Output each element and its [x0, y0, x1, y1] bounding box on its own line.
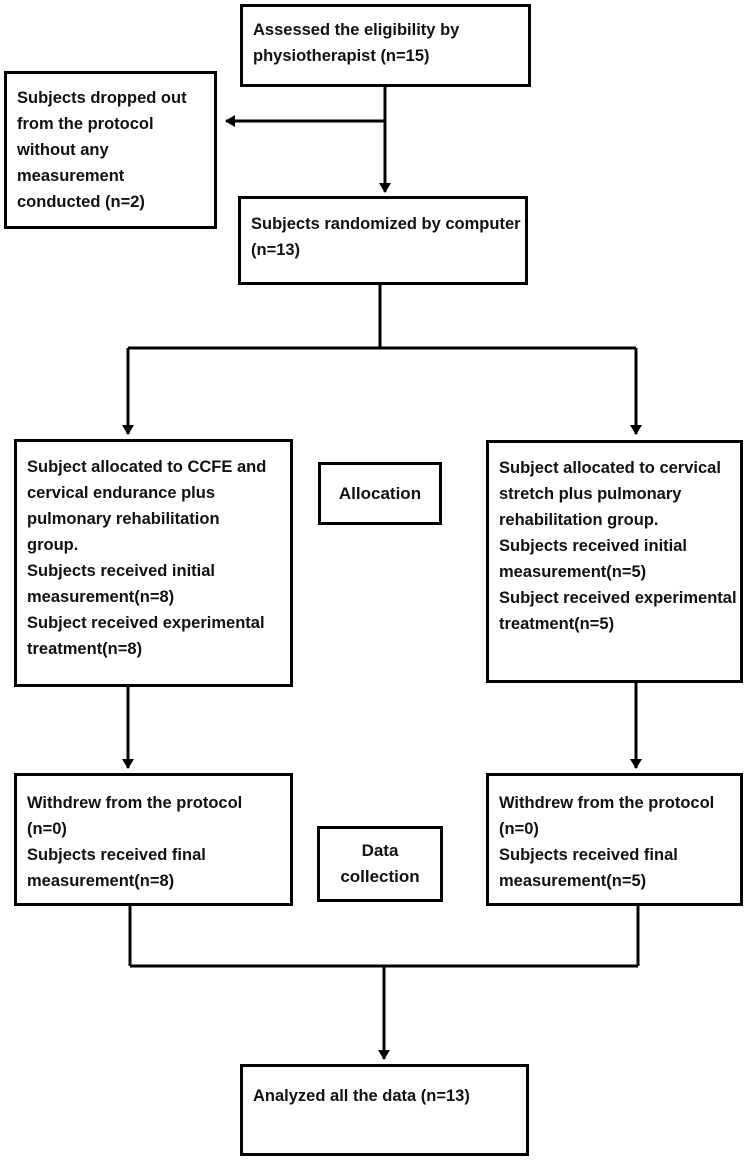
box-group-stretch-line: stretch plus pulmonary [499, 485, 682, 503]
box-dropped-out-line: Subjects dropped out [17, 89, 187, 107]
box-group-ccfe-line: treatment(n=8) [27, 640, 143, 658]
stage-label-allocation-line: Allocation [338, 483, 422, 503]
box-withdrew-stretch-line: measurement(n=5) [499, 872, 647, 890]
box-withdrew-ccfe-line: measurement(n=8) [27, 872, 175, 890]
stage-label-allocation: Allocation [318, 462, 442, 525]
box-group-ccfe-line: Subjects received initial [27, 562, 215, 580]
box-withdrew-ccfe-line: (n=0) [27, 820, 67, 838]
box-dropped-out-line: measurement [17, 167, 125, 185]
box-group-stretch-line: Subjects received initial [499, 537, 687, 555]
box-withdrew-ccfe-line: Subjects received final [27, 846, 206, 864]
box-group-stretch-line: treatment(n=5) [499, 615, 615, 633]
box-group-ccfe-line: cervical endurance plus [27, 484, 216, 502]
box-withdrew-stretch-line: Withdrew from the protocol [499, 794, 715, 812]
box-group-ccfe-line: measurement(n=8) [27, 588, 175, 606]
stage-label-data-collection-line: Data [361, 841, 399, 860]
box-dropped-out: Subjects dropped out from the protocol w… [4, 71, 217, 229]
box-group-ccfe: Subject allocated to CCFE and cervical e… [14, 439, 293, 687]
box-group-stretch-line: Subject allocated to cervical [499, 459, 721, 477]
box-randomized-line: Subjects randomized by computer [251, 215, 521, 233]
box-eligibility: Assessed the eligibility by physiotherap… [240, 4, 531, 87]
box-group-stretch-line: Subject received experimental [499, 589, 737, 607]
box-analyzed-line: Analyzed all the data (n=13) [253, 1087, 470, 1105]
box-randomized-line: (n=13) [251, 241, 301, 259]
stage-label-data-collection: Data collection [317, 826, 443, 902]
box-dropped-out-line: without any [17, 141, 109, 159]
box-withdrew-ccfe-line: Withdrew from the protocol [27, 794, 243, 812]
box-group-ccfe-line: group. [27, 536, 79, 554]
box-withdrew-stretch-line: Subjects received final [499, 846, 678, 864]
box-eligibility-line: physiotherapist (n=15) [253, 47, 430, 65]
stage-label-data-collection-line: collection [340, 867, 420, 886]
box-group-stretch-line: rehabilitation group. [499, 511, 659, 529]
box-analyzed: Analyzed all the data (n=13) [240, 1064, 529, 1156]
box-group-stretch: Subject allocated to cervical stretch pl… [486, 440, 743, 683]
box-group-ccfe-line: Subject received experimental [27, 614, 265, 632]
box-dropped-out-line: from the protocol [17, 115, 154, 133]
box-group-ccfe-line: Subject allocated to CCFE and [27, 458, 267, 476]
box-randomized: Subjects randomized by computer (n=13) [238, 196, 528, 285]
box-withdrew-stretch-line: (n=0) [499, 820, 539, 838]
box-dropped-out-line: conducted (n=2) [17, 193, 145, 211]
box-group-stretch-line: measurement(n=5) [499, 563, 647, 581]
box-withdrew-stretch: Withdrew from the protocol (n=0) Subject… [486, 773, 743, 906]
box-eligibility-line: Assessed the eligibility by [253, 21, 460, 39]
box-withdrew-ccfe: Withdrew from the protocol (n=0) Subject… [14, 773, 293, 906]
box-group-ccfe-line: pulmonary rehabilitation [27, 510, 220, 528]
